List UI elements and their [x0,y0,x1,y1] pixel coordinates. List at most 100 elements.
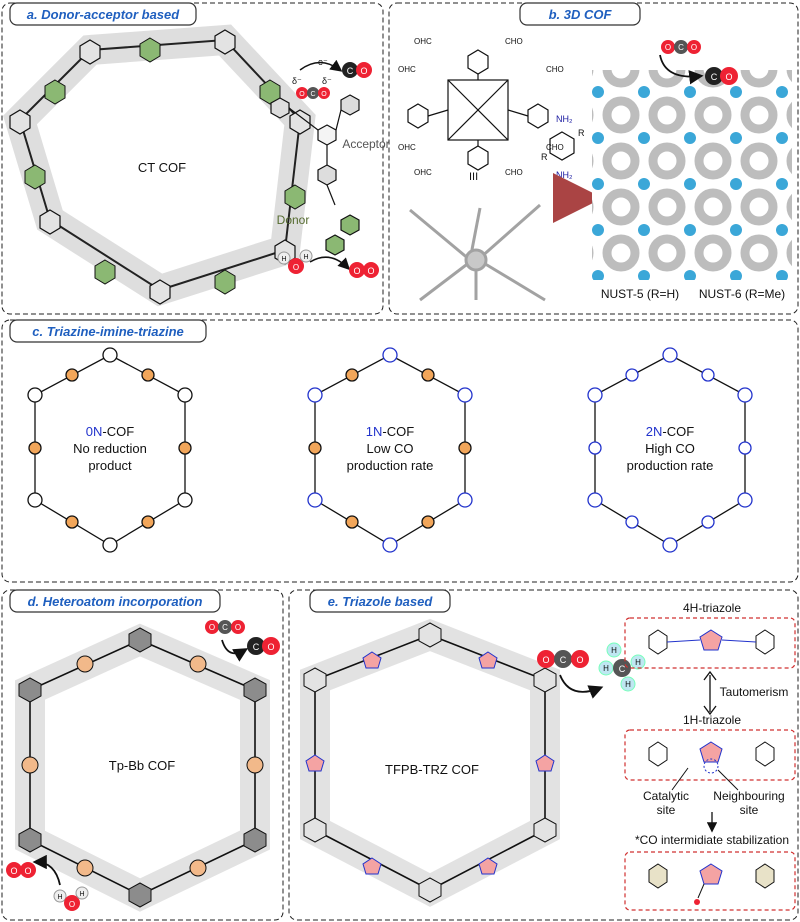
panel-c-label-0n: 0N-COF [86,424,134,439]
panel-e-tautomerism-arrow [703,670,717,716]
panel-d-co2-molecule: O C O [205,620,245,634]
panel-c-label-1n-line3: production rate [347,458,434,473]
svg-text:H: H [635,658,641,667]
svg-text:O: O [691,43,697,52]
panel-e-label-1h: 1H-triazole [683,713,741,727]
panel-b-tag-text: b. 3D COF [549,7,613,22]
svg-text:O: O [69,900,75,909]
svg-text:O: O [576,655,583,665]
panel-b-co2-molecule: O C O [661,40,701,54]
panel-a-center-label: CT COF [138,160,186,175]
panel-d: d. Heteroatom incorporation Tp-Bb COF [1,589,284,921]
panel-a-framework [3,24,316,307]
panel-c-label-0n-line3: product [88,458,132,473]
panel-d-co2-arrow [221,639,249,662]
panel-e-co2-arrow [559,674,604,699]
panel-e-neighbour-line1: Neighbouring [713,789,784,803]
panel-a-acceptor-label: Acceptor [342,137,389,151]
panel-b-cho-5: OHC [398,143,416,152]
svg-text:H: H [303,254,308,261]
svg-text:O: O [10,866,17,876]
svg-text:O: O [367,266,374,276]
panel-c-tag-text: c. Triazine-imine-triazine [32,324,183,339]
panel-b-nh2-top: NH₂ [556,114,573,124]
svg-text:C: C [619,664,626,674]
svg-text:H: H [625,680,631,689]
panel-a-h2o-molecule: H O H [277,249,313,274]
panel-c-cof-frame-0n [27,347,193,553]
panel-c-cof-frame-1n [307,347,473,553]
svg-text:O: O [353,266,360,276]
panel-c-tag: c. Triazine-imine-triazine [9,319,207,343]
panel-e-box-4h [624,617,796,669]
panel-e-box-1h [624,729,796,781]
panel-b-cho-1: OHC [414,37,432,46]
svg-text:H: H [611,646,617,655]
panel-b-co2-arrow [659,54,704,85]
panel-e-catalytic-line2: site [657,803,676,817]
panel-b-cho-2: CHO [505,37,523,46]
panel-d-tag: d. Heteroatom incorporation [9,589,221,613]
panel-b-r-bottom: R [541,152,548,162]
svg-text:O: O [24,866,31,876]
panel-c-label-2n: 2N-COF [646,424,694,439]
panel-b-caption-right: NUST-6 (R=Me) [699,287,785,301]
panel-d-framework [14,623,270,912]
panel-b-cho-8: CHO [505,168,523,177]
panel-a-donor-label: Donor [277,213,310,227]
panel-a-tag: a. Donor-acceptor based [9,2,197,26]
panel-e-tag-text: e. Triazole based [328,594,434,609]
panel-a-co2-arrow [299,59,343,72]
panel-c-cof-frame-2n [587,347,753,553]
svg-text:H: H [603,664,609,673]
panel-e: e. Triazole based TFPB-TRZ COF [288,589,799,921]
panel-b-co-molecule: C O [705,67,738,85]
panel-b-nh2-bottom: NH₂ [556,170,573,180]
panel-c-border [1,319,799,583]
panel-b-3d-monomer [409,203,546,302]
panel-b-3d-cof-model [592,70,792,280]
svg-text:C: C [253,642,260,652]
panel-b-cho-6: CHO [546,143,564,152]
panel-b-caption-left: NUST-5 (R=H) [601,287,679,301]
panel-b-porphyrin [407,49,549,171]
svg-text:O: O [360,66,367,76]
panel-b-cho-7: OHC [414,168,432,177]
panel-a-tag-text: a. Donor-acceptor based [27,7,180,22]
svg-text:O: O [665,43,671,52]
panel-e-catalytic-pointer [671,767,689,791]
panel-e-stabilization-label: *CO intermidiate stabilization [635,833,789,847]
panel-e-framework [300,618,560,907]
panel-d-o2-arrow [32,854,61,886]
panel-b-cho-3: OHC [398,65,416,74]
panel-a-delta-1: δ⁻ [292,76,302,86]
svg-text:O: O [321,91,327,98]
panel-c-label-1n: 1N-COF [366,424,414,439]
panel-b-r-top: R [578,128,585,138]
svg-text:C: C [347,66,354,76]
svg-text:H: H [79,891,84,898]
svg-text:O: O [209,623,215,632]
svg-text:C: C [711,72,718,82]
panel-b-roman-label: III [469,171,478,183]
panel-e-label-4h: 4H-triazole [683,601,741,615]
panel-d-co-molecule: C O [247,637,280,655]
svg-text:O: O [542,655,549,665]
panel-c-label-0n-line2: No reduction [73,441,147,456]
panel-b-diamine [549,131,575,161]
svg-text:O: O [299,91,305,98]
panel-d-h2o-molecule: H O H [53,886,89,911]
panel-a-o2-arrow [309,256,351,271]
svg-text:O: O [725,72,732,82]
panel-e-center-label: TFPB-TRZ COF [385,762,479,777]
panel-e-neighbour-line2: site [740,803,759,817]
svg-text:C: C [310,91,315,98]
svg-text:O: O [235,623,241,632]
panel-a: a. Donor-acceptor based [1,2,390,315]
panel-e-box-co-intermediate [624,851,796,911]
panel-a-o2-molecule: O O [349,262,379,278]
svg-text:H: H [57,894,62,901]
panel-a-border [1,2,384,315]
panel-d-center-label: Tp-Bb COF [109,758,176,773]
panel-c-label-2n-line3: production rate [627,458,714,473]
